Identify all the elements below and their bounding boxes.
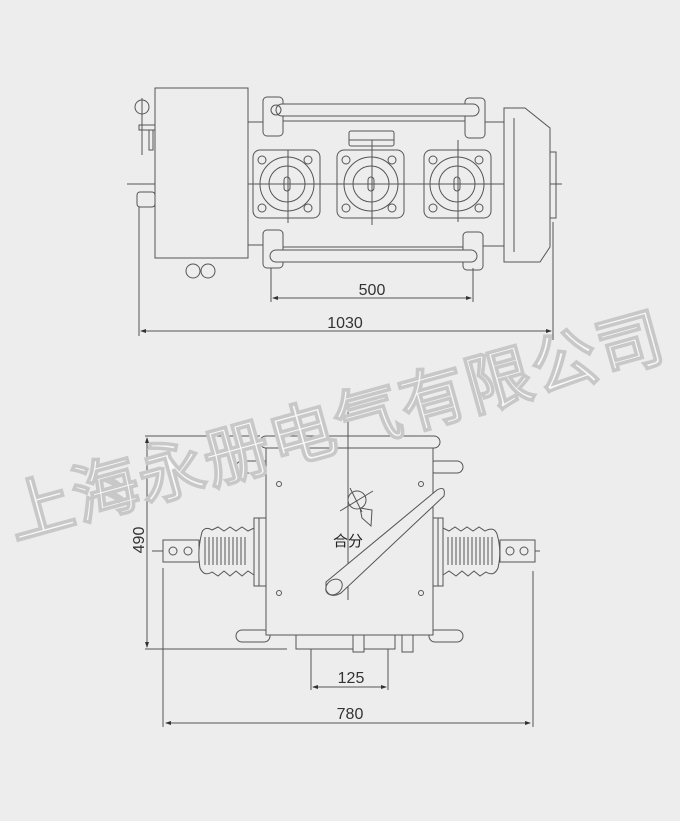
- mechanism-box: [154, 87, 249, 259]
- open-close-label: 合分: [333, 532, 363, 550]
- top-view: 500 1030: [127, 87, 562, 340]
- dimension-label-500: 500: [359, 282, 386, 299]
- left-insulator: [198, 526, 255, 577]
- flange-2: [336, 140, 405, 225]
- end-cap: [503, 107, 551, 263]
- open-close-indicator-icon: [339, 487, 374, 528]
- switch-body: [265, 447, 434, 636]
- top-handle-bar: [275, 103, 480, 117]
- indicator-circle: [185, 263, 201, 279]
- dimension-label-125: 125: [338, 670, 365, 687]
- right-insulator: [442, 526, 501, 577]
- dimension-label-1030: 1030: [327, 315, 363, 332]
- dimension-label-490: 490: [131, 527, 148, 554]
- bottom-handle-bar: [269, 249, 478, 263]
- left-terminal: [162, 517, 267, 587]
- flange-3: [423, 140, 492, 222]
- top-lifting-bar: [259, 435, 441, 449]
- front-view: 合分 490 125 780: [131, 400, 540, 727]
- dimension-label-780: 780: [337, 706, 364, 723]
- right-terminal: [432, 517, 536, 587]
- operating-handle: [325, 488, 445, 596]
- flange-1: [252, 149, 321, 223]
